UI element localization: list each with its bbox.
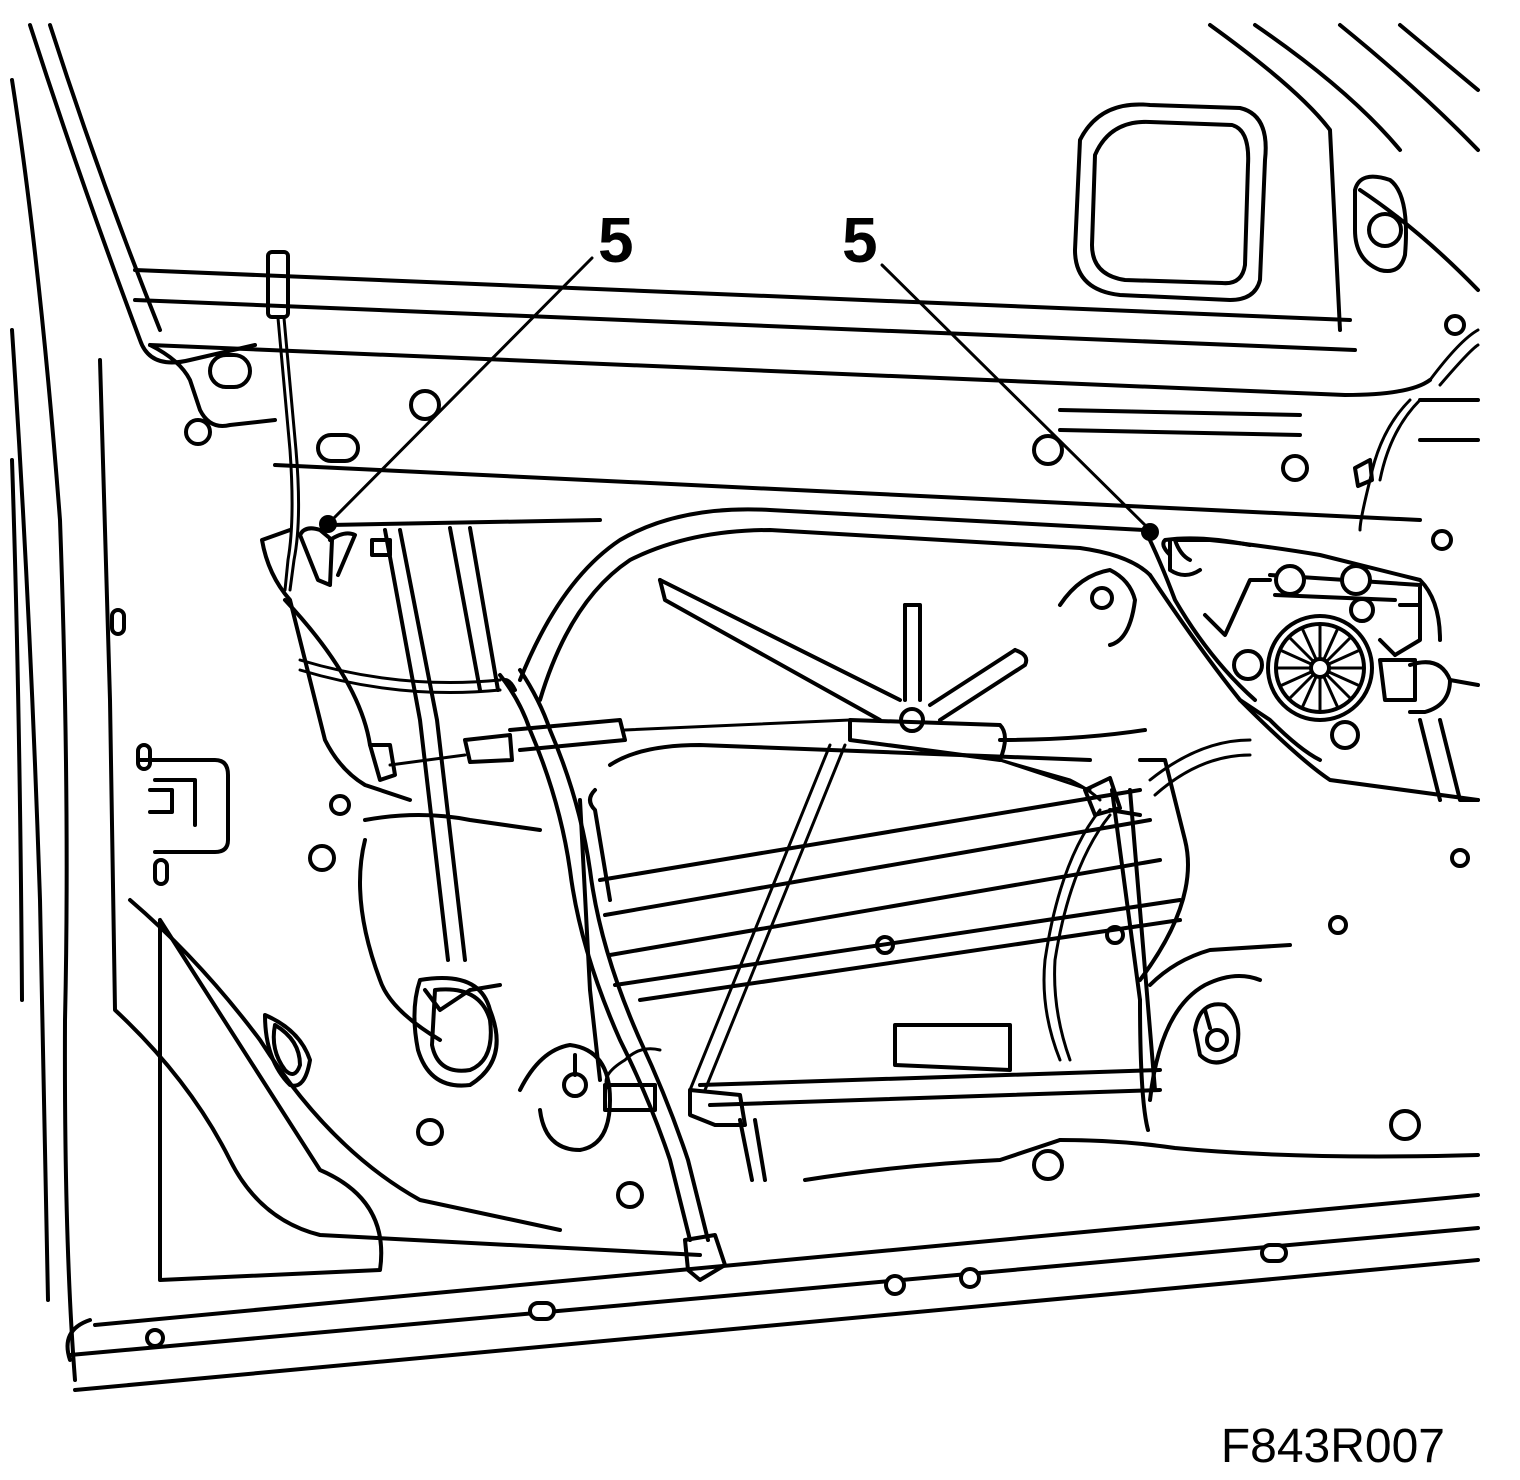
- inner-panel: [260, 518, 612, 1152]
- figure-code: F843R007: [1221, 1420, 1445, 1473]
- door-frame: [10, 23, 1480, 1392]
- callout-marker-dot: [1141, 523, 1159, 541]
- hinge-panel: [98, 343, 702, 1282]
- callout-marker-dot: [319, 515, 337, 533]
- callout-number: 5: [598, 204, 634, 276]
- callout-leader-line: [880, 263, 1152, 532]
- callout-leader-line: [328, 256, 594, 524]
- callout-left: 5: [319, 204, 634, 533]
- window-regulator: [578, 743, 1480, 1182]
- mounting-holes: [145, 314, 1470, 1348]
- mirror-opening: [1073, 102, 1408, 302]
- inner-cutout: [518, 507, 1480, 802]
- callout-right: 5: [842, 204, 1159, 541]
- top-rail: [133, 268, 1480, 522]
- callout-number: 5: [842, 204, 878, 276]
- window-motor: [1173, 538, 1480, 802]
- regulator-arm: [658, 578, 1102, 802]
- wiring-harness: [266, 250, 1480, 1282]
